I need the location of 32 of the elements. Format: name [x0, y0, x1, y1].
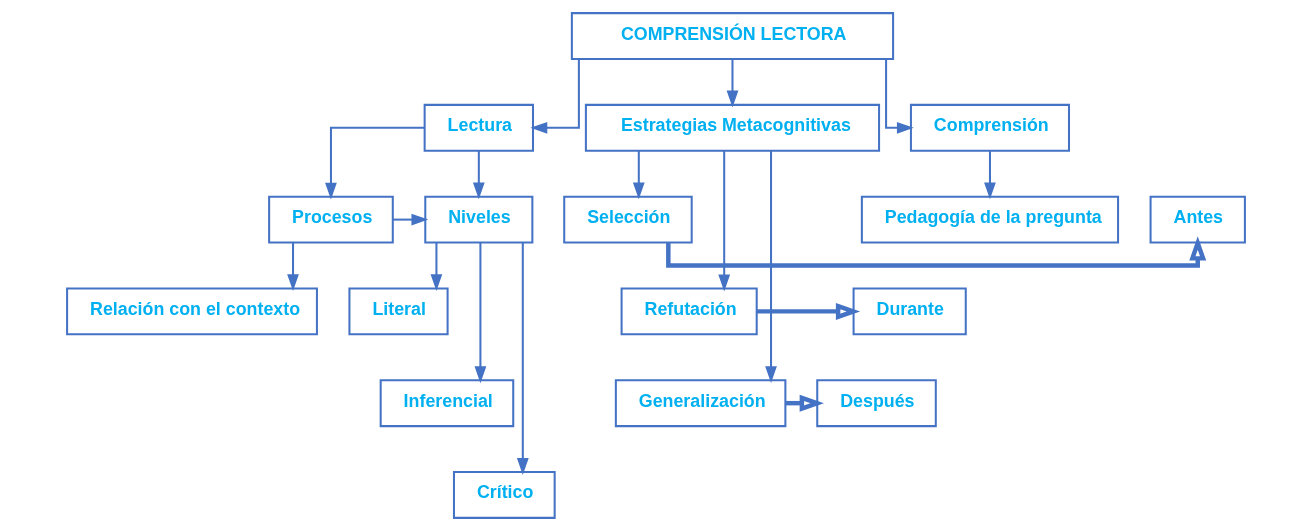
node-box: COMPRENSIÓN LECTORA — [570, 12, 895, 60]
node-box: Pedagogía de la pregunta — [860, 195, 1120, 244]
node-box: Antes — [1149, 195, 1246, 244]
arrow — [474, 242, 487, 384]
arrow — [984, 151, 996, 200]
arrow — [726, 59, 739, 108]
arrow — [472, 151, 485, 200]
node-box: Generalización — [614, 379, 787, 428]
node-box: Estrategias Metacognitivas — [584, 103, 881, 152]
node-box: Después — [816, 379, 937, 428]
node-box: Lectura — [423, 103, 534, 152]
node-box: Durante — [852, 287, 967, 336]
arrow — [392, 213, 429, 226]
node-box: Procesos — [268, 195, 394, 244]
arrow — [757, 302, 861, 320]
node-box: Refutación — [620, 287, 758, 336]
arrow — [430, 242, 443, 291]
arrow — [765, 150, 777, 384]
node-box: Relación con el contexto — [66, 287, 318, 336]
arrow — [516, 242, 529, 475]
node-box: Niveles — [424, 195, 534, 244]
node-box: Selección — [563, 195, 693, 244]
arrow — [530, 59, 580, 134]
arrow — [287, 242, 299, 291]
arrow — [325, 126, 425, 200]
arrow — [885, 59, 914, 134]
node-box: Inferencial — [379, 379, 515, 428]
node-box: Crítico — [452, 471, 556, 519]
arrow — [718, 151, 731, 292]
node-box: Comprensión — [909, 103, 1070, 152]
node-box: Literal — [348, 287, 449, 336]
arrow — [632, 151, 645, 200]
